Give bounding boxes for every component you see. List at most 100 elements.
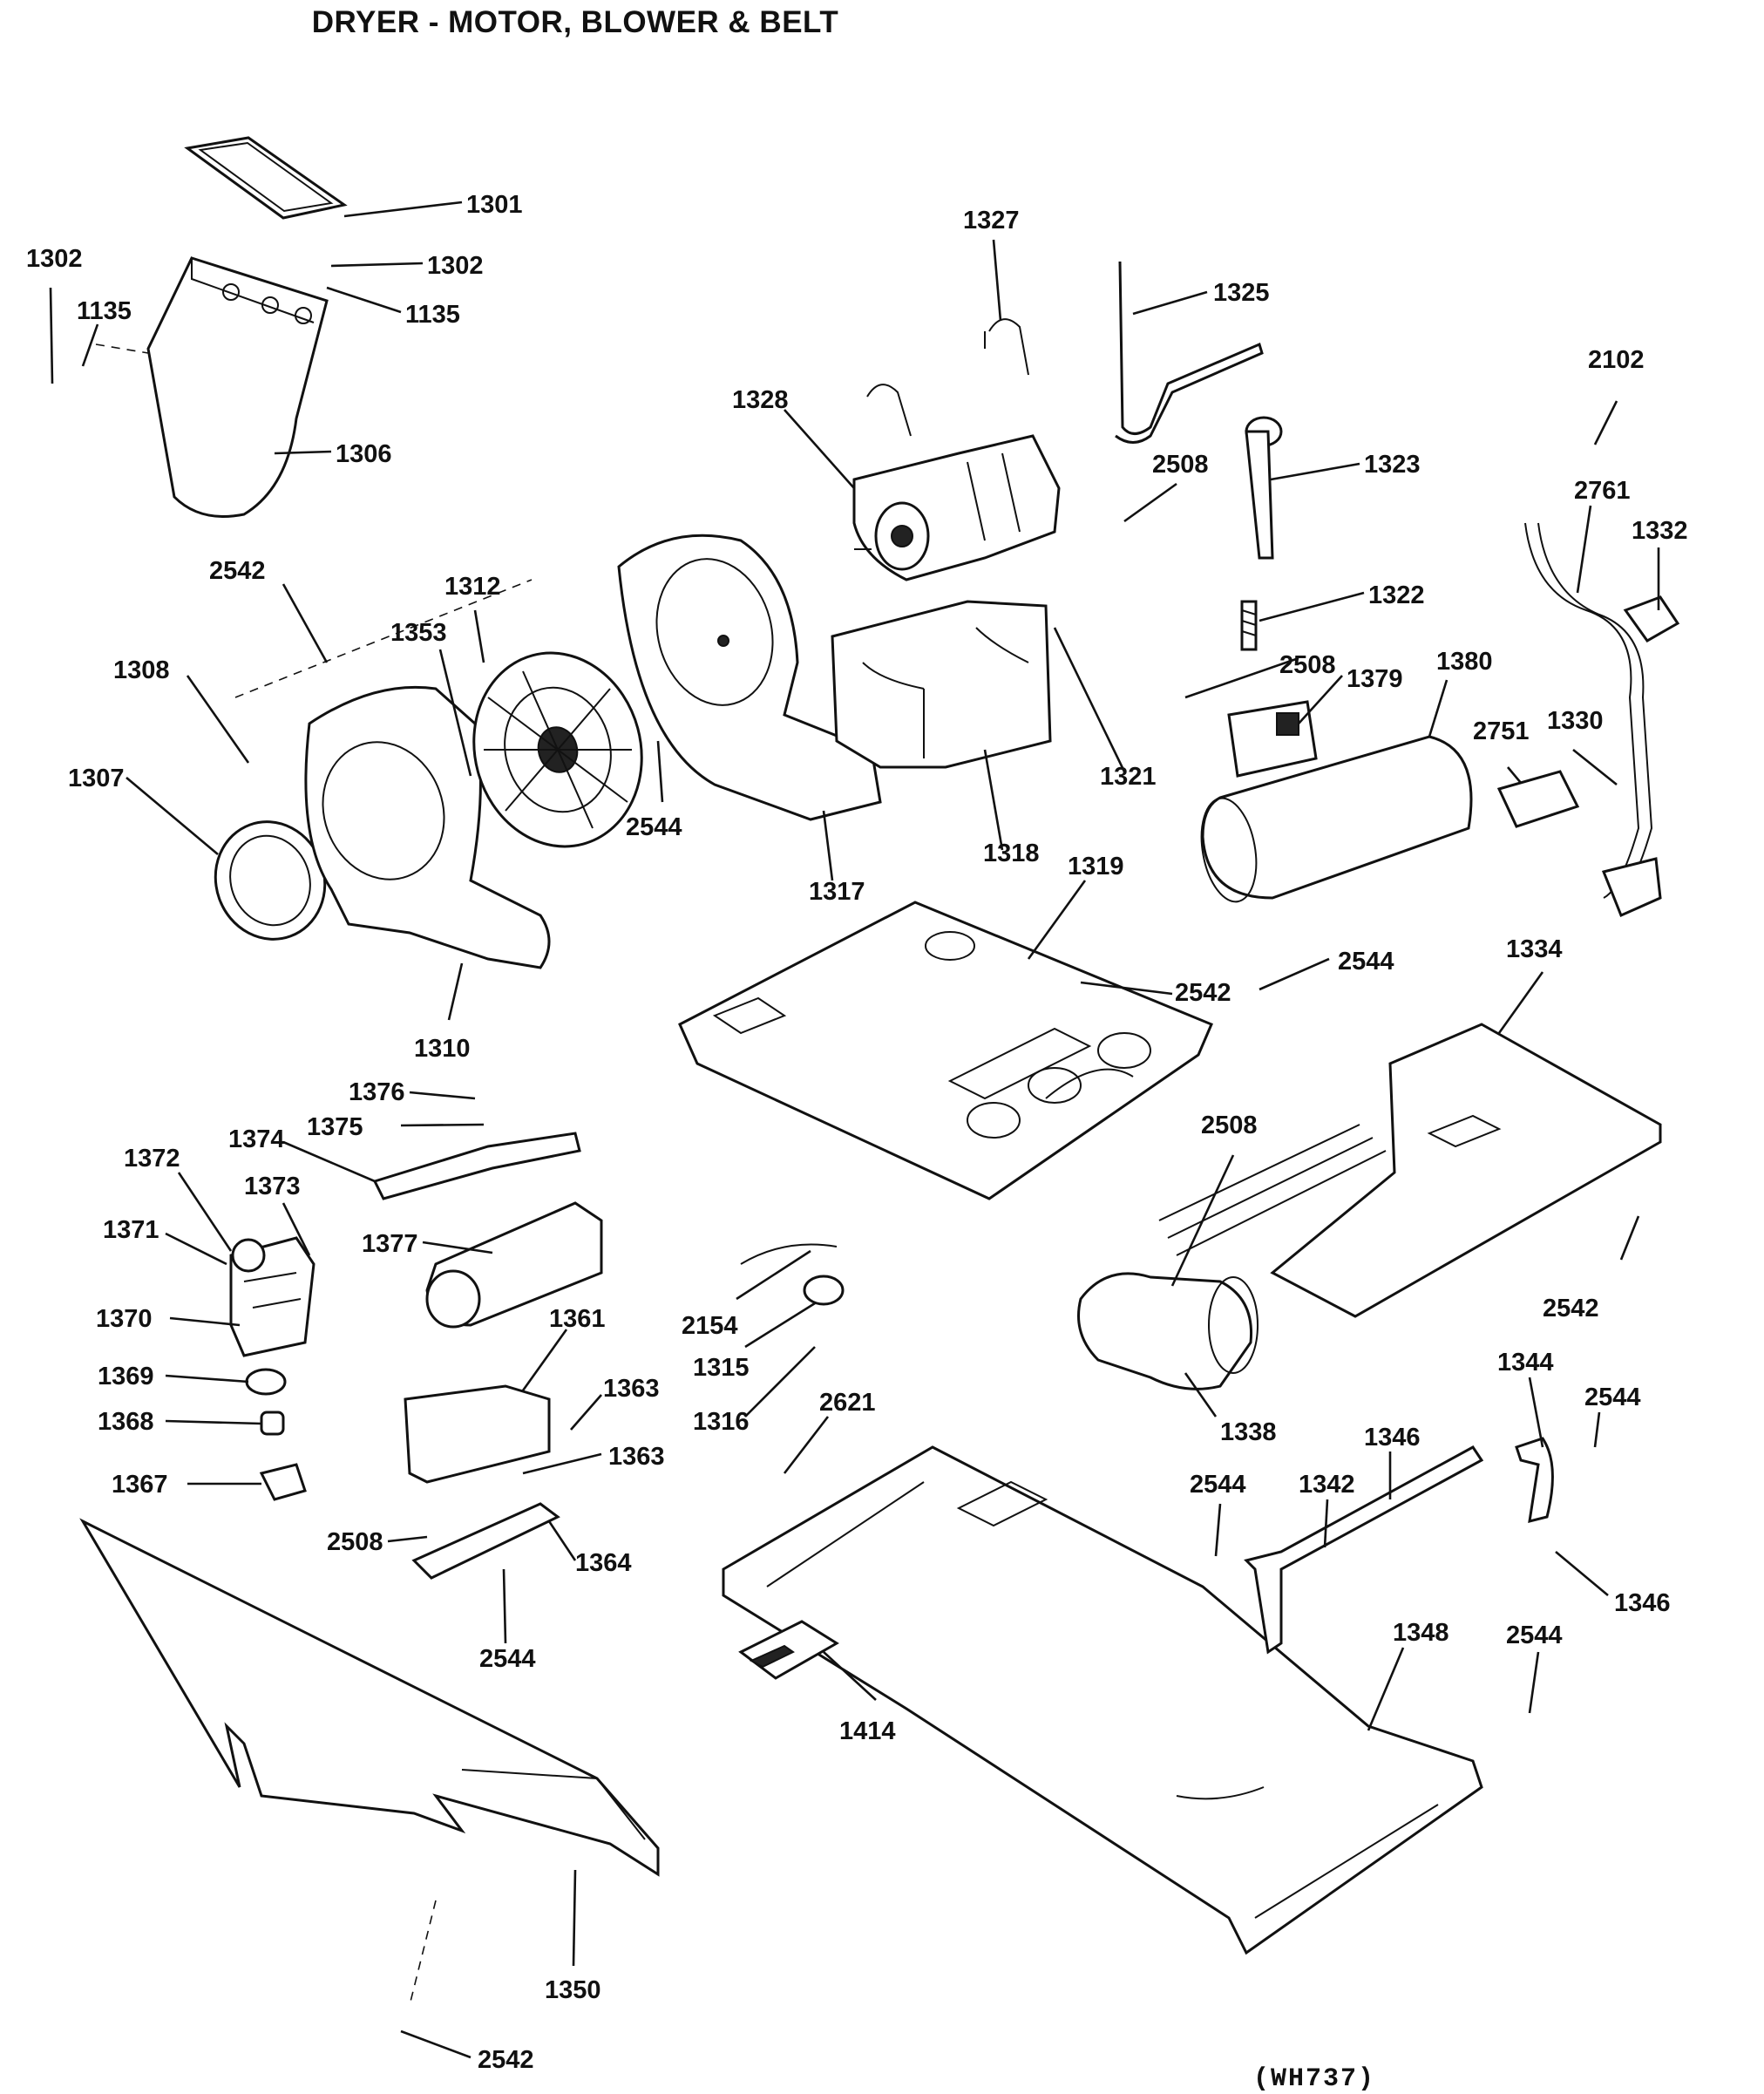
callout-2154: 2154 [682, 1312, 738, 1340]
callout-1370: 1370 [96, 1305, 153, 1333]
callout-1379: 1379 [1347, 665, 1403, 693]
part-spring-1322 [1240, 600, 1258, 651]
callout-1135: 1135 [77, 297, 132, 325]
part-bracket-1379 [1227, 700, 1318, 778]
part-blower-duct-1306 [95, 256, 329, 518]
part-thermostat-1315 [803, 1275, 845, 1306]
callout-1338: 1338 [1220, 1418, 1277, 1446]
part-blower-housing-1310 [234, 579, 551, 969]
callout-1374: 1374 [228, 1125, 285, 1153]
part-1369 [245, 1368, 287, 1396]
diagram-title: DRYER - MOTOR, BLOWER & BELT [311, 5, 839, 39]
callout-1376: 1376 [349, 1078, 405, 1106]
callout-1373: 1373 [244, 1173, 301, 1200]
callout-2542: 2542 [209, 557, 266, 585]
part-clip-1327 [984, 318, 1029, 376]
part-gasket-1301 [184, 136, 348, 220]
callout-1317: 1317 [809, 878, 865, 906]
callout-1321: 1321 [1100, 763, 1157, 791]
callout-1302: 1302 [427, 252, 484, 280]
part-panel-1350 [79, 1518, 660, 2006]
part-1377-motor [425, 1269, 481, 1329]
callout-1306: 1306 [336, 440, 392, 468]
part-duct-elbow-1338 [1077, 1272, 1259, 1390]
callout-1369: 1369 [98, 1363, 154, 1390]
callout-1368: 1368 [98, 1408, 154, 1436]
part-2154 [740, 1243, 838, 1265]
callout-1364: 1364 [575, 1549, 632, 1577]
callout-2761: 2761 [1574, 477, 1631, 505]
part-drawings [79, 136, 1680, 2006]
part-power-cord-2761 [1524, 522, 1680, 918]
part-seal-ring-1307 [214, 820, 327, 941]
part-1379-block [1276, 712, 1299, 736]
part-blower-housing-1317 [617, 534, 882, 821]
callout-1330: 1330 [1547, 707, 1604, 735]
callout-2544: 2544 [1506, 1621, 1563, 1649]
callout-1367: 1367 [112, 1471, 168, 1499]
part-bracket-1364 [411, 1502, 560, 1580]
part-base-plate-1319 [678, 901, 1213, 1200]
callout-2542: 2542 [1543, 1295, 1599, 1322]
callout-1332: 1332 [1632, 517, 1688, 545]
callout-2544: 2544 [1338, 948, 1394, 976]
callout-1346: 1346 [1614, 1589, 1671, 1617]
callout-1307: 1307 [68, 765, 125, 792]
callout-1377: 1377 [362, 1230, 418, 1258]
callout-2751: 2751 [1473, 717, 1530, 745]
callout-1302: 1302 [26, 245, 83, 273]
part-rail-1342 [1244, 1445, 1484, 1655]
part-wire-1325 [1115, 261, 1264, 444]
callout-1319: 1319 [1068, 853, 1124, 880]
part-valve-1370 [229, 1236, 315, 1357]
callout-leaders [49, 201, 1660, 2059]
part-1368 [260, 1411, 285, 1436]
callout-1342: 1342 [1299, 1471, 1355, 1499]
part-cover-1334 [1158, 1023, 1662, 1318]
callout-2621: 2621 [819, 1389, 876, 1417]
callout-1328: 1328 [732, 386, 789, 414]
part-blower-wheel-1312 [472, 651, 643, 848]
callout-2544: 2544 [479, 1645, 536, 1673]
callout-1135: 1135 [405, 301, 460, 329]
callout-1301: 1301 [466, 191, 523, 219]
callout-1325: 1325 [1213, 279, 1270, 307]
callout-2544: 2544 [1190, 1471, 1246, 1499]
callout-1318: 1318 [983, 840, 1040, 867]
part-idler-arm-1323 [1245, 416, 1283, 560]
part-1374 [372, 1132, 581, 1200]
callout-2508: 2508 [327, 1528, 383, 1556]
part-motor-1328 [852, 434, 1061, 581]
callout-1315: 1315 [693, 1354, 750, 1382]
callout-1414: 1414 [839, 1717, 896, 1745]
callout-2542: 2542 [1175, 979, 1231, 1007]
callout-1372: 1372 [124, 1145, 180, 1173]
callout-1350: 1350 [545, 1976, 601, 2004]
callout-1371: 1371 [103, 1216, 159, 1244]
part-1367 [259, 1463, 307, 1501]
callout-2544: 2544 [1584, 1384, 1641, 1411]
callout-1375: 1375 [307, 1113, 363, 1141]
part-foot-1414 [738, 1620, 839, 1680]
callout-1327: 1327 [963, 207, 1020, 235]
callout-1323: 1323 [1364, 451, 1421, 479]
callout-1334: 1334 [1506, 935, 1563, 963]
callout-2544: 2544 [626, 813, 682, 841]
callout-2508: 2508 [1279, 651, 1336, 679]
part-terminal-block-2751 [1496, 770, 1580, 828]
diagram-reference-code: (WH737) [1253, 2064, 1376, 2094]
callout-1344: 1344 [1497, 1349, 1554, 1377]
callout-1322: 1322 [1368, 581, 1425, 609]
part-bracket-1344 [1515, 1437, 1554, 1524]
callout-1353: 1353 [390, 619, 447, 647]
callout-2102: 2102 [1588, 346, 1645, 374]
callout-2542: 2542 [478, 2046, 534, 2074]
callout-labels: 1301 1302 1302 1135 1135 1306 1327 1325 … [26, 191, 1688, 2074]
callout-1316: 1316 [693, 1408, 750, 1436]
callout-1363: 1363 [603, 1375, 660, 1403]
callout-1361: 1361 [549, 1305, 606, 1333]
callout-2508: 2508 [1152, 451, 1209, 479]
callout-1346: 1346 [1364, 1424, 1421, 1452]
callout-1348: 1348 [1393, 1619, 1449, 1647]
